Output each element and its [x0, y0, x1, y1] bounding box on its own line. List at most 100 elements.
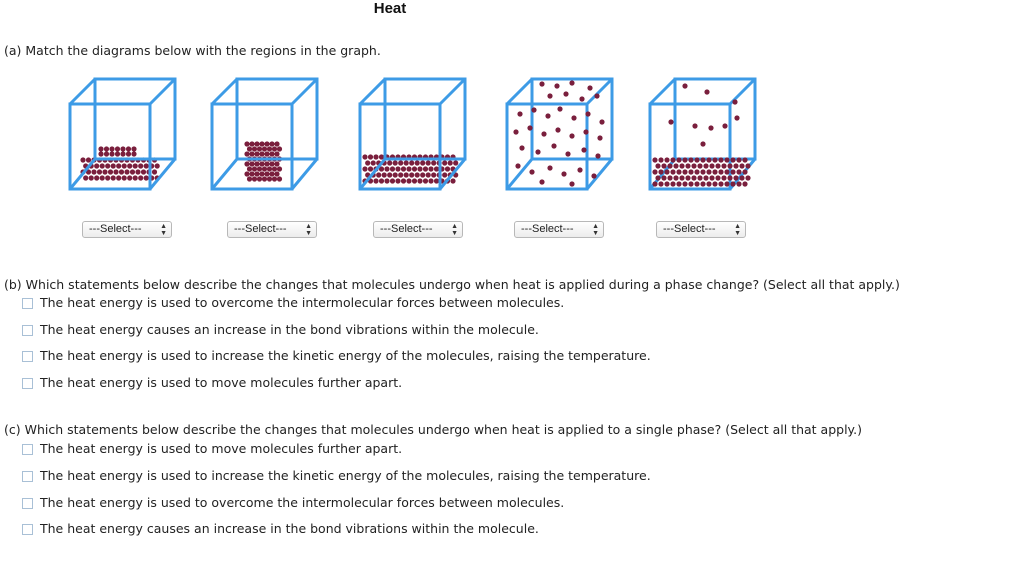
option-c-2-label: The heat energy is used to increase the … [40, 468, 651, 483]
diagram-1-select[interactable]: ---Select--- ▲▼ [82, 221, 172, 238]
molecule-dot [724, 157, 730, 163]
molecule-dot [655, 175, 661, 181]
molecule-dot [700, 141, 706, 147]
diagram-5-select[interactable]: ---Select--- ▲▼ [656, 221, 746, 238]
molecule-dot [254, 141, 260, 147]
molecule-dot [274, 171, 280, 177]
molecule-dot [99, 163, 105, 169]
molecule-dot [594, 93, 600, 99]
molecule-dot [274, 141, 280, 147]
molecule-dot [114, 151, 121, 157]
molecule-dot [579, 96, 585, 102]
molecule-dot [246, 176, 253, 182]
select-value: ---Select--- [521, 223, 574, 235]
molecule-dot [557, 106, 563, 112]
molecule-dot [244, 151, 250, 157]
molecule-dot [406, 178, 412, 184]
molecule-dot [269, 141, 275, 147]
molecule-dot [535, 149, 541, 155]
molecule-dot [91, 169, 97, 175]
molecule-dot [365, 160, 371, 166]
molecule-dot [110, 163, 116, 169]
molecule-dot [727, 163, 733, 169]
checkbox-b-1[interactable] [22, 298, 33, 309]
molecule-dot [251, 166, 258, 172]
molecule-dot [264, 151, 270, 157]
molecule-dot [664, 181, 670, 187]
molecule-dot [409, 172, 415, 178]
molecule-dot [531, 107, 537, 113]
molecule-dot [276, 166, 283, 172]
molecule-dot [403, 172, 409, 178]
molecule-dot [261, 176, 268, 182]
molecule-dot [569, 80, 575, 86]
molecule-dot [261, 166, 268, 172]
molecule-dot [256, 176, 263, 182]
molecule-dot [715, 175, 721, 181]
molecule-dot [539, 179, 545, 185]
molecule-dot [261, 146, 268, 152]
molecule-dot [444, 166, 451, 172]
molecule-dot [539, 81, 545, 87]
molecule-dot [742, 157, 748, 163]
molecule-dot [658, 169, 664, 175]
checkbox-c-1[interactable] [22, 444, 33, 455]
select-value: ---Select--- [89, 223, 142, 235]
question-c-prompt: (c) Which statements below describe the … [4, 422, 863, 437]
molecule-dot [736, 169, 742, 175]
checkbox-c-4[interactable] [22, 524, 33, 535]
molecule-dot [599, 119, 605, 125]
molecule-dot [712, 169, 718, 175]
molecule-dot [541, 131, 547, 137]
molecule-dot [96, 169, 103, 175]
molecule-dot [103, 151, 110, 157]
molecule-dot [679, 175, 685, 181]
molecule-dot [569, 181, 575, 187]
molecule-dot [685, 175, 691, 181]
molecule-dot [704, 89, 710, 95]
page-title: Heat [373, 0, 407, 17]
molecule-dot [387, 172, 393, 178]
molecule-dot [721, 163, 727, 169]
select-arrows-icon: ▲▼ [451, 223, 458, 237]
molecule-dot [398, 160, 404, 166]
molecule-dot [271, 146, 278, 152]
molecule-dot [739, 163, 745, 169]
diagram-4-select[interactable]: ---Select--- ▲▼ [514, 221, 604, 238]
molecule-dot [384, 178, 390, 184]
molecule-dot [266, 176, 273, 182]
molecule-dot [256, 146, 263, 152]
molecule-dot [745, 163, 751, 169]
molecule-dot [269, 171, 275, 177]
molecule-dot [700, 169, 706, 175]
molecule-dot [658, 157, 664, 163]
molecule-dot [652, 181, 658, 187]
option-b-2-label: The heat energy causes an increase in th… [40, 322, 539, 337]
checkbox-c-3[interactable] [22, 498, 33, 509]
diagram-2-select[interactable]: ---Select--- ▲▼ [227, 221, 317, 238]
molecule-layer [244, 141, 283, 182]
molecule-dot [730, 181, 736, 187]
molecule-dot [563, 91, 569, 97]
molecule-dot [378, 166, 385, 172]
molecule-dot [274, 151, 280, 157]
molecule-dot [513, 129, 519, 135]
checkbox-c-2[interactable] [22, 471, 33, 482]
diagram-3-select[interactable]: ---Select--- ▲▼ [373, 221, 463, 238]
molecule-dot [125, 146, 132, 152]
molecule-dot [406, 166, 412, 172]
molecule-dot [118, 169, 125, 175]
molecule-dot [276, 146, 283, 152]
checkbox-b-4[interactable] [22, 378, 33, 389]
molecule-dot [682, 157, 688, 163]
checkbox-b-2[interactable] [22, 325, 33, 336]
molecule-dot [709, 163, 715, 169]
molecule-dot [94, 175, 100, 181]
molecule-dot [571, 115, 577, 121]
molecule-dot [124, 169, 130, 175]
checkbox-b-3[interactable] [22, 351, 33, 362]
molecule-dot [585, 111, 591, 117]
molecule-dot [138, 175, 144, 181]
molecule-dot [664, 169, 670, 175]
option-b-3-label: The heat energy is used to increase the … [40, 348, 651, 363]
